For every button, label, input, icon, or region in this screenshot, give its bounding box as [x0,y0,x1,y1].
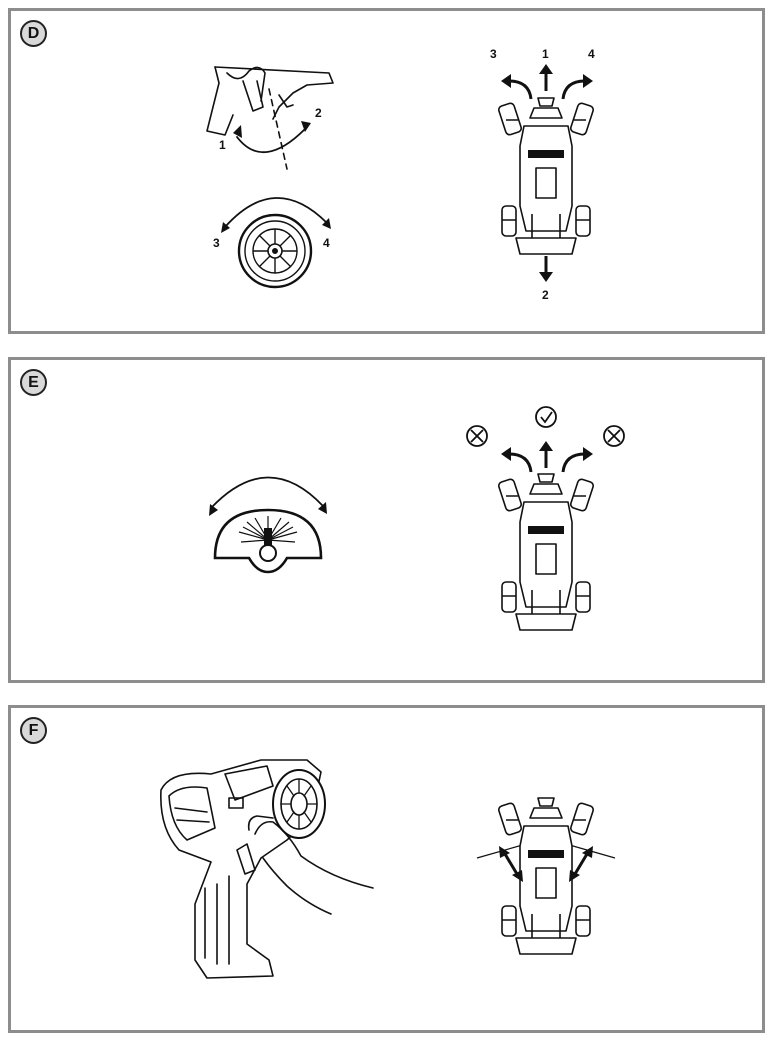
wheel-label-3: 3 [213,236,220,250]
transmitter-illustration [160,759,374,979]
knob-label-1: 1 [219,138,226,152]
cross-icon-left [466,425,488,447]
cross-icon-right [603,425,625,447]
direction-arrows [501,64,593,282]
panel-d: D 1 2 3 4 [8,8,765,334]
step-badge-d: D [20,20,47,47]
step-badge-e: E [20,369,47,396]
adjust-arrow-left [499,846,523,882]
panel-f-illustrations [160,759,616,979]
step-badge-f: F [20,717,47,744]
panel-e-illustrations [209,406,625,631]
check-icon [535,406,557,428]
wheel-arrow-head-3 [221,222,230,233]
dial-arrow-head-left [209,504,218,516]
dial-arrow-head-right [318,502,327,514]
curved-arrow-head-2 [301,121,311,132]
direction-arrows [501,441,593,473]
trim-knob-illustration [206,66,334,170]
rc-buggy-illustration [497,473,595,631]
direction-label-left: 3 [490,47,497,61]
panel-f: F [8,705,765,1033]
steering-wheel-illustration [224,197,328,289]
direction-label-backward: 2 [542,288,549,302]
curved-arrow-head-1 [233,125,242,138]
panel-d-illustrations: 1 2 3 4 1 2 3 4 [206,47,595,302]
trim-dial-illustration [210,476,324,574]
wheel-arrow-head-4 [322,218,331,229]
panel-e: E [8,357,765,683]
rc-buggy-illustration [497,97,595,255]
direction-label-forward: 1 [542,47,549,61]
knob-label-2: 2 [315,106,322,120]
wheel-label-4: 4 [323,236,330,250]
adjust-arrow-right [569,846,593,882]
rc-buggy-illustration [497,797,595,955]
direction-label-right: 4 [588,47,595,61]
